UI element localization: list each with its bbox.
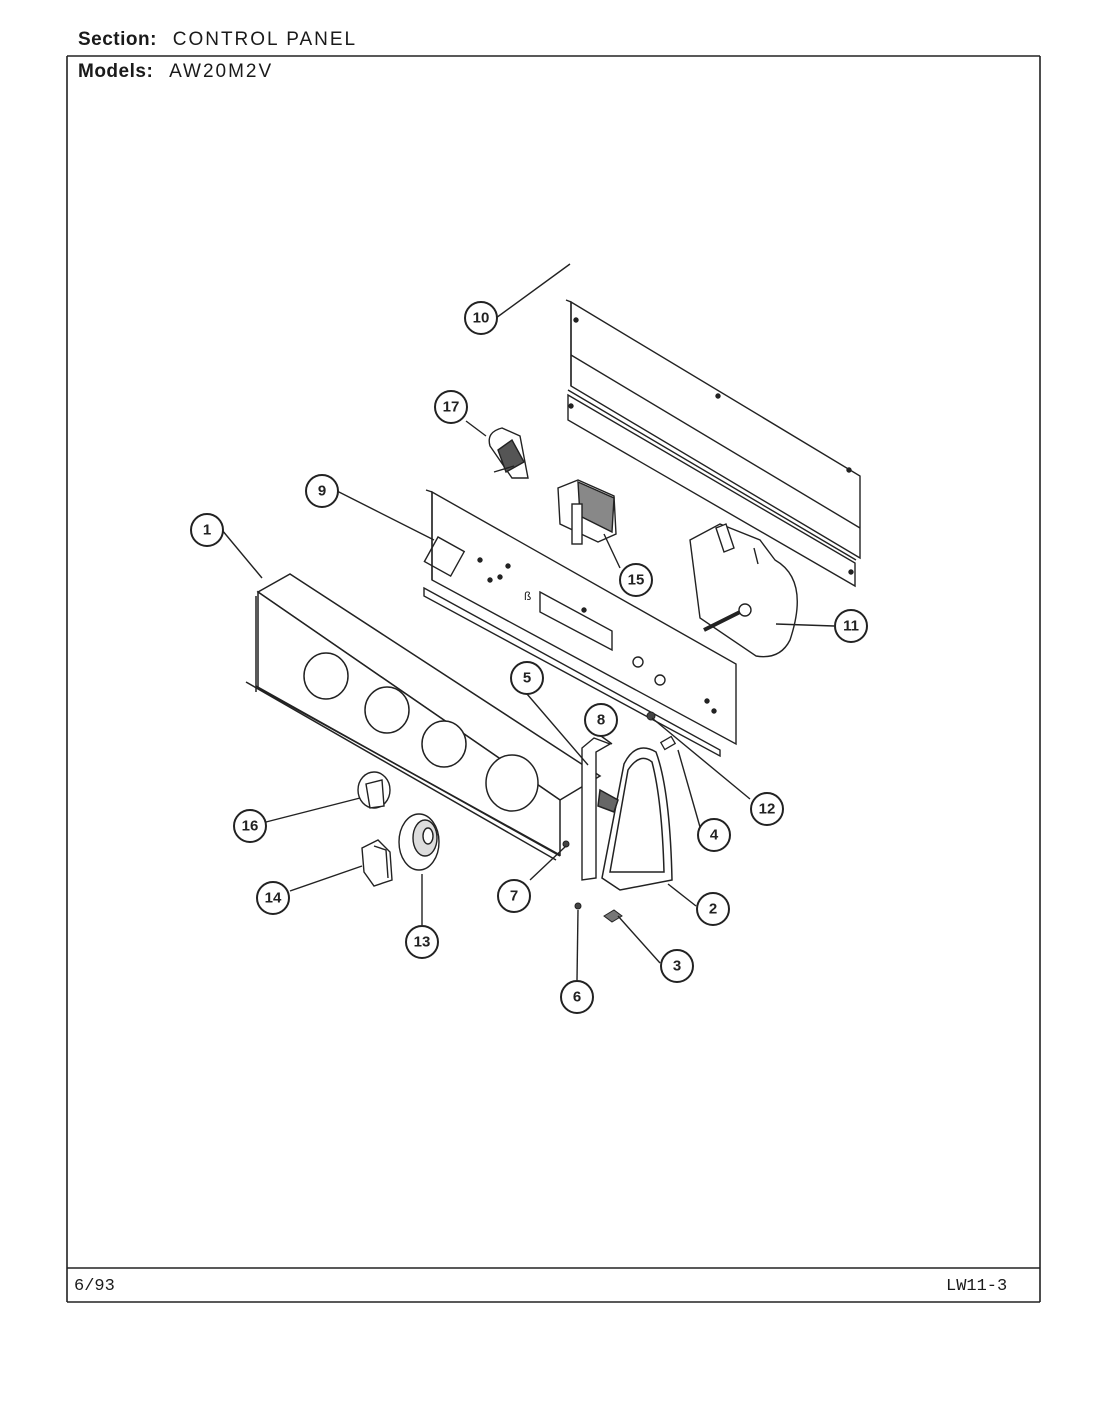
callout-label-6: 6: [573, 989, 581, 1006]
callout-label-11: 11: [843, 618, 859, 635]
control-panel-bracket: ß: [423, 489, 737, 758]
callout-10: [464, 301, 498, 335]
callout-label-13: 13: [414, 934, 431, 951]
callout-label-10: 10: [473, 310, 490, 327]
callout-label-16: 16: [242, 818, 259, 835]
pin-4: [659, 735, 677, 751]
callout-label-14: 14: [265, 890, 282, 907]
end-cap: [581, 737, 612, 881]
callout-label-12: 12: [759, 801, 776, 818]
callout-17: [434, 390, 468, 424]
callout-label-15: 15: [628, 572, 645, 589]
callout-label-2: 2: [709, 901, 717, 918]
callout-6: [560, 980, 594, 1014]
callout-circles: [190, 301, 868, 1014]
control-panel: [245, 573, 602, 861]
selector-switch: [488, 427, 529, 479]
date-code: 6/93: [74, 1277, 115, 1296]
callout-11: [834, 609, 868, 643]
section-label: Section:: [78, 29, 157, 50]
callout-3: [660, 949, 694, 983]
callout-4: [697, 818, 731, 852]
callout-label-8: 8: [597, 712, 605, 729]
page-code: LW11-3: [946, 1277, 1008, 1296]
callout-8: [584, 703, 618, 737]
models-label: Models:: [78, 61, 154, 82]
timer: [557, 479, 617, 545]
callout-7: [497, 879, 531, 913]
callout-label-9: 9: [318, 483, 326, 500]
section-header: Section: CONTROL PANEL: [78, 29, 357, 51]
callout-16: [233, 809, 267, 843]
callout-label-5: 5: [523, 670, 531, 687]
callout-13: [405, 925, 439, 959]
clip-3: [603, 909, 623, 923]
screw-7: [562, 840, 570, 848]
leader-lines: [221, 263, 835, 981]
callout-label-4: 4: [710, 827, 719, 844]
timer-bracket: [689, 523, 798, 658]
callout-2: [696, 892, 730, 926]
callout-1: [190, 513, 224, 547]
callout-9: [305, 474, 339, 508]
callout-label-17: 17: [443, 399, 460, 416]
rear-panel: [565, 299, 861, 588]
end-bracket: [597, 747, 673, 891]
models-header: Models: AW20M2V: [78, 61, 273, 83]
callout-labels: 10 17 9 1 15 11 5 8 12 4 2 3 6 7 16 14 1…: [203, 310, 859, 1006]
callout-15: [619, 563, 653, 597]
svg-text:ß: ß: [524, 589, 531, 603]
callout-label-1: 1: [203, 522, 211, 539]
drawing-frame: [66, 55, 1041, 1303]
knob-16: [357, 771, 391, 809]
callout-label-7: 7: [510, 888, 518, 905]
knob-14: [361, 839, 393, 887]
callout-label-3: 3: [673, 958, 681, 975]
models-value: AW20M2V: [169, 61, 274, 82]
dial-13: [398, 813, 440, 871]
callout-14: [256, 881, 290, 915]
section-value: CONTROL PANEL: [172, 29, 358, 50]
screw-6: [574, 902, 582, 910]
callout-5: [510, 661, 544, 695]
callout-12: [750, 792, 784, 826]
